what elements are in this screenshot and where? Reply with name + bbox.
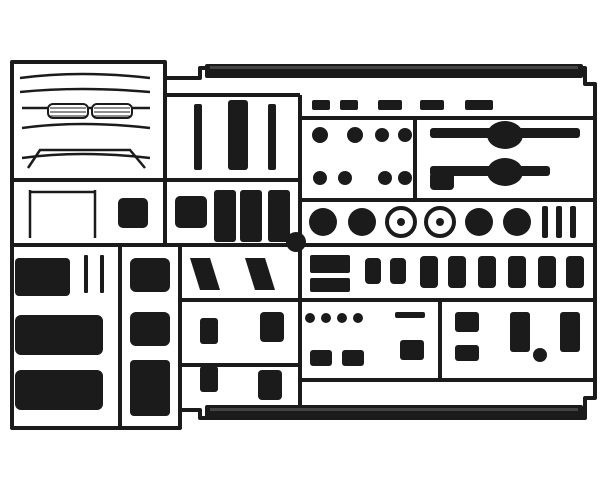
small-fittings bbox=[305, 312, 580, 366]
mid-left-parts bbox=[28, 190, 97, 238]
sprue-frame bbox=[10, 60, 597, 430]
box-parts bbox=[310, 255, 350, 292]
cylinder-tanks bbox=[365, 256, 584, 288]
spring-pieces bbox=[542, 206, 576, 238]
upper-middle-brackets bbox=[194, 100, 290, 242]
grille-pieces bbox=[47, 103, 133, 119]
upper-left-parts bbox=[19, 72, 151, 169]
sprue-hub bbox=[286, 232, 306, 252]
suspension-parts bbox=[312, 100, 493, 190]
chassis-rail-top bbox=[205, 64, 583, 78]
bottom-middle-brackets bbox=[190, 258, 284, 400]
hub-discs bbox=[309, 206, 531, 238]
large-fuel-tanks bbox=[15, 258, 170, 416]
small-tanks-mid bbox=[118, 196, 207, 228]
small-rods-left bbox=[84, 255, 104, 293]
chassis-rail-bottom bbox=[205, 405, 583, 419]
axle-housings bbox=[430, 121, 580, 186]
